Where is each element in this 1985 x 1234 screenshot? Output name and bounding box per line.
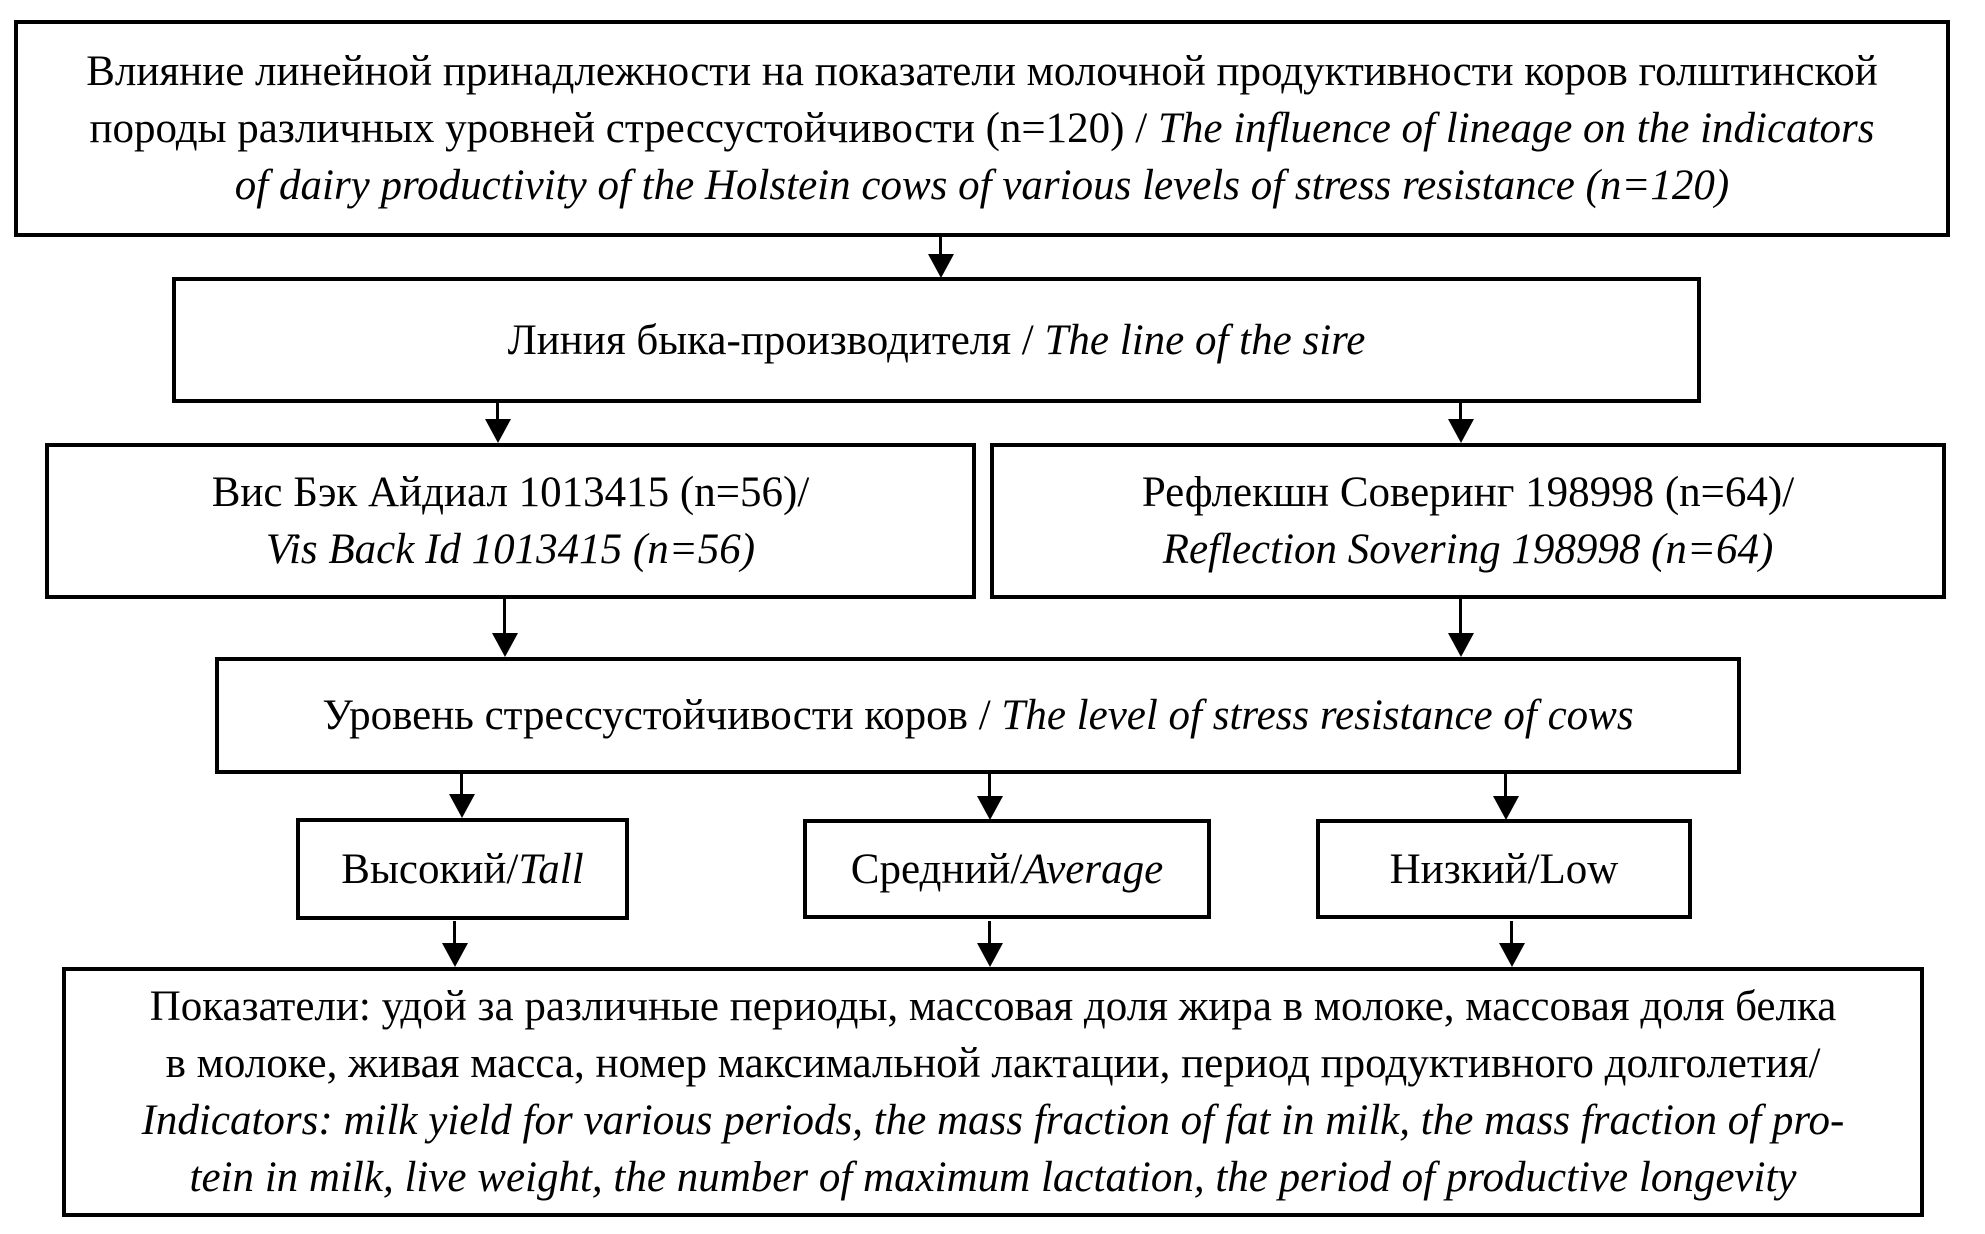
vis-back-ru: Вис Бэк Айдиал 1013415 (n=56)/ [211,469,810,516]
level-average-label: Средний/Average [850,845,1164,893]
arrow-sire-to-reflection [1459,403,1462,421]
arrowhead-sire-to-reflection [1448,419,1474,443]
arrowhead-vis-back-to-stress [492,633,518,657]
arrow-stress-to-high [460,774,463,796]
arrowhead-sire-to-vis-back [485,419,511,443]
arrowhead-low-to-indicators [1499,943,1525,967]
arrowhead-stress-to-low [1493,796,1519,820]
indicators-line-3: Indicators: milk yield for various perio… [141,1097,1845,1144]
arrow-high-to-indicators [453,921,456,944]
arrow-title-to-sire-line [939,237,942,259]
indicators-box: Показатели: удой за различные периоды, м… [62,967,1924,1217]
indicators-line-1: Показатели: удой за различные периоды, м… [149,983,1837,1030]
title-line-1: Влияние линейной принадлежности на показ… [86,48,1878,95]
arrowhead-stress-to-average [977,796,1003,820]
reflection-ru: Рефлекшн Соверинг 198998 (n=64)/ [1141,469,1795,516]
title-line-3: of dairy productivity of the Holstein co… [234,162,1730,209]
level-average-box: Средний/Average [803,819,1211,919]
title-box: Влияние линейной принадлежности на показ… [14,20,1950,237]
title-line-2: породы различных уровней стрессустойчиво… [89,105,1875,152]
arrow-vis-back-to-stress [503,599,506,635]
vis-back-en: Vis Back Id 1013415 (n=56) [265,526,756,573]
stress-level-box: Уровень стрессустойчивости коров / The l… [215,657,1741,774]
arrowhead-average-to-indicators [977,943,1003,967]
level-high-box: Высокий/Tall [296,818,629,920]
arrow-low-to-indicators [1510,921,1513,944]
level-high-label: Высокий/Tall [341,845,584,893]
arrowhead-stress-to-high [449,794,475,818]
sire-line-label: Линия быка-производителя / The line of t… [507,316,1366,364]
line-vis-back-box: Вис Бэк Айдиал 1013415 (n=56)/ Vis Back … [45,443,976,599]
line-reflection-box: Рефлекшн Соверинг 198998 (n=64)/ Reflect… [990,443,1946,599]
arrow-reflection-to-stress [1459,599,1462,635]
indicators-line-4: tein in milk, live weight, the number of… [189,1154,1797,1201]
reflection-en: Reflection Sovering 198998 (n=64) [1162,526,1774,573]
arrow-average-to-indicators [988,921,991,944]
arrow-sire-to-vis-back [496,403,499,421]
arrowhead-reflection-to-stress [1448,633,1474,657]
level-low-label: Низкий/Low [1389,845,1619,893]
sire-line-box: Линия быка-производителя / The line of t… [172,277,1701,403]
arrowhead-high-to-indicators [442,943,468,967]
stress-level-label: Уровень стрессустойчивости коров / The l… [322,692,1634,739]
arrow-stress-to-low [1504,774,1507,798]
level-low-box: Низкий/Low [1316,819,1692,919]
arrow-stress-to-average [988,774,991,798]
arrowhead-title-to-sire-line [928,254,954,278]
indicators-line-2: в молоке, живая масса, номер максимально… [165,1040,1821,1087]
